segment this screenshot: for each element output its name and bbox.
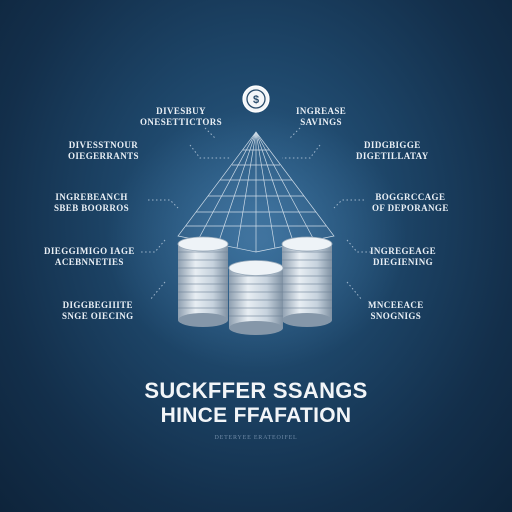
- label-left-4: DIGGBEGIIITE SNGE OIECING: [62, 300, 134, 322]
- label-left-1-line2: OIEGERRANTS: [68, 151, 139, 161]
- label-top-left: DIVESBUY ONESETTICTORS: [140, 106, 222, 128]
- svg-text:$: $: [253, 94, 259, 106]
- label-right-2-line1: BOGGRCCAGE: [375, 192, 446, 202]
- label-right-3-line2: DIEGIENING: [373, 257, 434, 267]
- title-line-1: SUCKFFER SSANGS: [144, 378, 368, 403]
- label-right-1-line2: DIGETILLATAY: [356, 151, 429, 161]
- label-left-2-line2: SBEB BOORROS: [54, 203, 130, 213]
- pyramid-grid: [177, 131, 335, 253]
- label-right-4: MNCEEACE SNOGNIGS: [368, 300, 424, 322]
- label-left-3-line2: ACEBNNETIES: [54, 257, 124, 267]
- label-top-right-line2: SAVINGS: [300, 117, 342, 127]
- dollar-medallion-icon: $: [242, 85, 270, 113]
- label-top-left-line1: DIVESBUY: [156, 106, 206, 116]
- label-left-2-line1: INGREBEANCH: [55, 192, 128, 202]
- coin-stack-center: [228, 260, 284, 335]
- coin-stack-right: [281, 236, 333, 327]
- label-left-4-line2: SNGE OIECING: [62, 311, 134, 321]
- label-left-3: DIEGGIMIGO IAGE ACEBNNETIES: [44, 246, 135, 268]
- label-left-1-line1: DIVESSTNOUR: [68, 140, 139, 150]
- subtitle: DETERYEE ERATEOIFEL: [214, 435, 298, 441]
- label-left-1: DIVESSTNOUR OIEGERRANTS: [68, 140, 139, 162]
- title-line-2: HINCE FFAFATION: [160, 404, 352, 427]
- label-right-1-line1: DIDGBIGGE: [364, 140, 421, 150]
- label-right-4-line2: SNOGNIGS: [370, 311, 422, 321]
- label-right-2-line2: OF DEPORANGE: [372, 203, 449, 213]
- label-right-2: BOGGRCCAGE OF DEPORANGE: [372, 192, 449, 214]
- label-top-right: INGREASE SAVINGS: [296, 106, 346, 128]
- label-left-3-line1: DIEGGIMIGO IAGE: [44, 246, 135, 256]
- label-top-right-line1: INGREASE: [296, 106, 347, 116]
- label-left-4-line1: DIGGBEGIIITE: [62, 300, 133, 310]
- label-right-4-line1: MNCEEACE: [368, 300, 424, 310]
- label-right-1: DIDGBIGGE DIGETILLATAY: [356, 140, 429, 162]
- connector-lines: [140, 127, 372, 301]
- label-right-3-line1: INGREGEAGE: [370, 246, 437, 256]
- label-left-2: INGREBEANCH SBEB BOORROS: [54, 192, 129, 214]
- label-right-3: INGREGEAGE DIEGIENING: [370, 246, 436, 268]
- coin-stack-left: [177, 236, 229, 327]
- label-top-left-line2: ONESETTICTORS: [140, 117, 223, 127]
